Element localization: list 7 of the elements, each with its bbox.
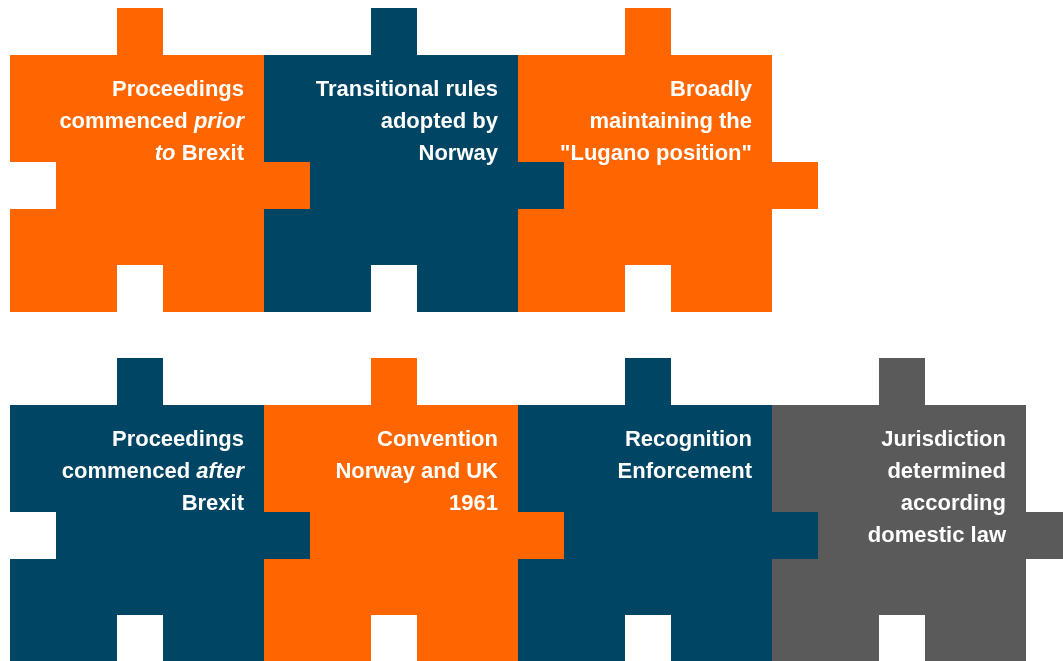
piece-label: Broadly maintaining the "Lugano position"	[559, 75, 752, 167]
piece-label: Transitional rules adopted by Norway	[314, 75, 498, 167]
piece-label: Proceedings commenced after Brexit	[60, 425, 244, 517]
piece-label: Jurisdiction determined according domestic law	[866, 425, 1006, 549]
piece-label: Convention Norway and UK 1961	[334, 425, 498, 517]
piece-label: Recognition Enforcement	[616, 425, 752, 485]
piece-label: Proceedings commenced prior to Brexit	[58, 75, 244, 167]
